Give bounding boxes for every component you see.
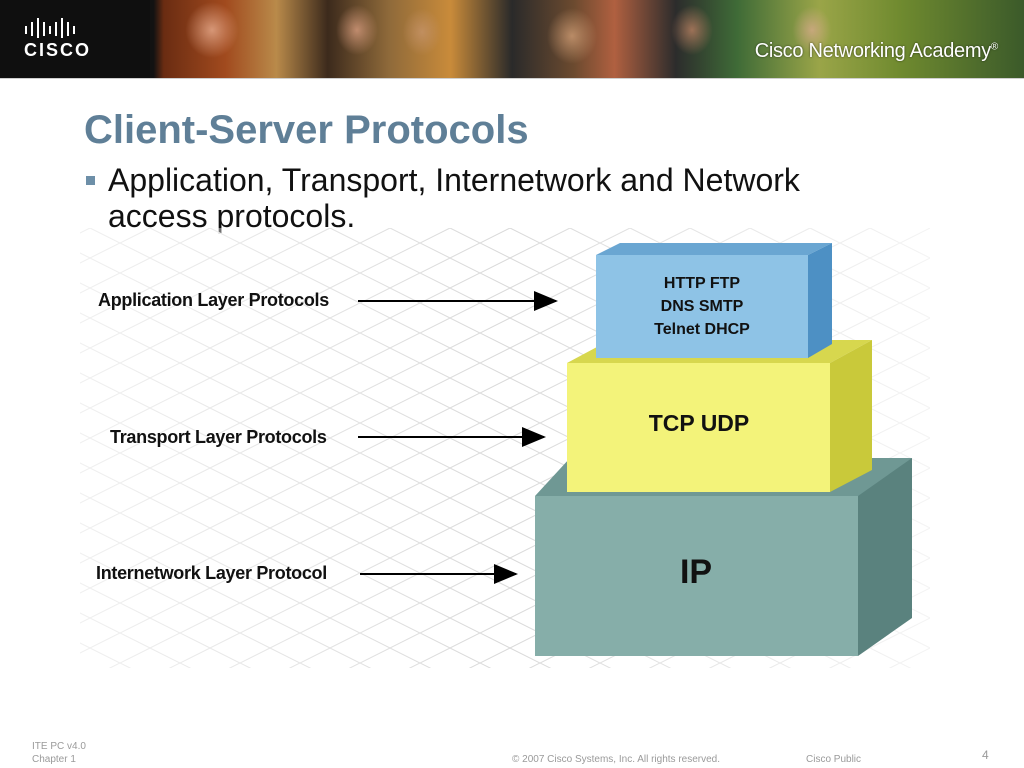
- footer-chapter: Chapter 1: [32, 754, 76, 765]
- academy-name: Cisco Networking Academy®: [754, 40, 999, 63]
- banner-photo-strip: [152, 0, 1024, 78]
- transport-layer-box: TCP UDP: [567, 340, 872, 492]
- application-protocols-line-1: HTTP FTP: [664, 275, 740, 292]
- academy-name-text: Cisco Networking Academy: [754, 40, 992, 62]
- header-banner: CISCO Cisco Networking Academy®: [0, 0, 1024, 79]
- footer-course: ITE PC v4.0: [32, 741, 86, 752]
- footer-copyright: © 2007 Cisco Systems, Inc. All rights re…: [512, 754, 721, 765]
- ip-label: IP: [680, 553, 712, 591]
- cisco-logo-bars-icon: [25, 18, 75, 38]
- protocol-stack-diagram: IP TCP UDP HTTP FTP DNS SMTP Telnet DHCP…: [0, 228, 1024, 678]
- application-layer-box: HTTP FTP DNS SMTP Telnet DHCP: [596, 243, 832, 358]
- application-protocols-line-2: DNS SMTP: [661, 298, 744, 315]
- slide-bullet: Application, Transport, Internetwork and…: [108, 162, 800, 234]
- diagram-canvas: IP TCP UDP HTTP FTP DNS SMTP Telnet DHCP: [80, 228, 930, 668]
- application-layer-label: Application Layer Protocols: [98, 290, 329, 310]
- application-protocols-line-3: Telnet DHCP: [654, 321, 750, 338]
- footer-classification: Cisco Public: [806, 754, 862, 765]
- cisco-logo-text: CISCO: [24, 40, 92, 60]
- transport-layer-label: Transport Layer Protocols: [110, 427, 327, 447]
- page-number: 4: [982, 748, 989, 762]
- bullet-square-icon: [86, 176, 95, 185]
- cisco-logo: CISCO: [0, 0, 150, 78]
- transport-protocols-label: TCP UDP: [649, 410, 750, 436]
- slide-title: Client-Server Protocols: [84, 108, 529, 152]
- internetwork-layer-label: Internetwork Layer Protocol: [96, 563, 327, 583]
- registered-mark: ®: [990, 41, 998, 53]
